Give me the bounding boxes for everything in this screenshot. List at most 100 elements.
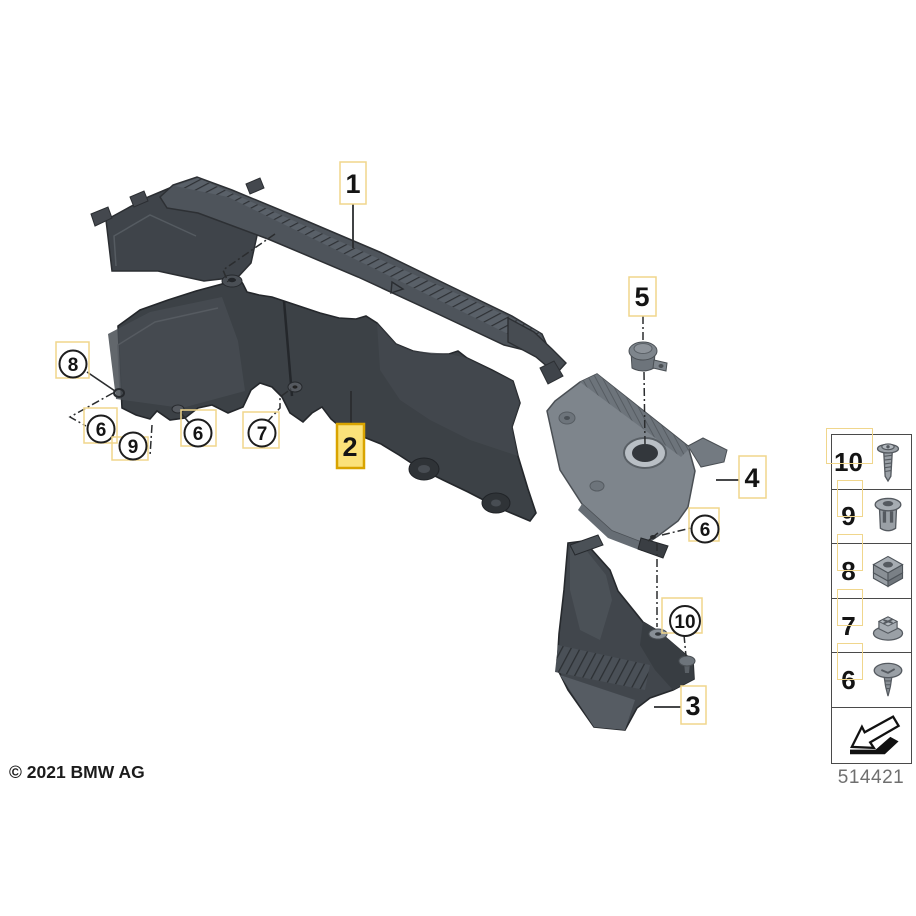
label-3-hotspot[interactable] xyxy=(680,685,707,725)
part-1-end-tab xyxy=(539,360,564,385)
part-5-tab-hole xyxy=(658,364,664,368)
diagram-number: 514421 xyxy=(837,767,905,788)
part-2-left-recess xyxy=(108,297,245,408)
leader-6a xyxy=(68,392,114,427)
part-4-bracket-tab xyxy=(687,437,728,468)
leader-6c-hook xyxy=(647,532,659,542)
leader-6c xyxy=(661,527,692,536)
dash-dot-leaders xyxy=(68,233,692,657)
part-2-center-ridge xyxy=(282,300,294,397)
part-2-recess-bevel xyxy=(117,307,219,391)
fastener-callout-6c[interactable]: 6 xyxy=(688,507,720,544)
callout-7-circle[interactable] xyxy=(247,418,277,448)
label-2-hotspot-highlighted[interactable] xyxy=(335,422,366,470)
legend-row-7[interactable]: 7 xyxy=(832,599,911,654)
legend-number-8[interactable]: 8 xyxy=(841,555,856,586)
label-4-hotspot[interactable] xyxy=(738,455,767,499)
callout-9-circle[interactable] xyxy=(118,431,148,461)
assembly-line-1-2 xyxy=(222,233,276,283)
part-label-1[interactable]: 1 xyxy=(339,161,367,205)
part-3-bottom-face xyxy=(560,675,635,730)
label-3-text[interactable]: 3 xyxy=(685,691,700,721)
fastener-callout-9[interactable]: 9 xyxy=(111,431,149,461)
part-4-dimple xyxy=(589,480,605,492)
legend-number-6[interactable]: 6 xyxy=(841,665,856,696)
callout-10-text[interactable]: 10 xyxy=(674,612,695,633)
part-1-tab xyxy=(129,190,149,208)
part-1-rib-texture xyxy=(175,178,540,345)
part-4-dimple-center xyxy=(564,416,570,420)
legend-row-arrow xyxy=(832,708,911,763)
fastener-callout-6b[interactable]: 6 xyxy=(180,409,217,448)
part-3-upright-face xyxy=(570,545,612,640)
fastener-callout-10[interactable]: 10 xyxy=(661,597,703,637)
callout-7-text[interactable]: 7 xyxy=(257,424,268,445)
label-1-hotspot[interactable] xyxy=(339,161,367,205)
callout-6a-text[interactable]: 6 xyxy=(96,420,107,441)
part-2-top-boss-hole xyxy=(228,277,236,283)
legend-row-9[interactable]: 9 xyxy=(832,490,911,545)
label-1-text[interactable]: 1 xyxy=(345,169,360,199)
leader-9 xyxy=(149,424,153,457)
part-1-panel-bevel xyxy=(113,214,197,267)
part-label-4[interactable]: 4 xyxy=(738,455,767,499)
fastener-legend: 10 9 8 xyxy=(831,434,912,764)
rivet-nut-icon xyxy=(865,493,911,539)
part-1-triangle-emblem xyxy=(390,280,405,295)
cage-nut-icon xyxy=(865,548,911,594)
part-4-side-panel xyxy=(546,373,728,559)
part-2-screw-boss-7-hole xyxy=(292,385,298,389)
label-2-text[interactable]: 2 xyxy=(342,432,357,462)
legend-row-8[interactable]: 8 xyxy=(832,544,911,599)
fastener-callout-6a[interactable]: 6 xyxy=(83,407,118,444)
part-1-main-band xyxy=(159,176,547,353)
part-4-bottom-lip xyxy=(578,504,646,551)
label-4-text[interactable]: 4 xyxy=(744,463,759,493)
callout-9-text[interactable]: 9 xyxy=(128,437,139,458)
part-1-tab xyxy=(90,206,113,227)
callout-6b-text[interactable]: 6 xyxy=(193,424,204,445)
label-5-hotspot[interactable] xyxy=(628,276,657,317)
legend-row-6[interactable]: 6 xyxy=(832,653,911,708)
fastener-callout-8[interactable]: 8 xyxy=(55,341,90,379)
leader-5-lower xyxy=(643,371,646,446)
fastener-callout-7[interactable]: 7 xyxy=(242,411,280,449)
callout-6b-circle[interactable] xyxy=(183,418,213,448)
legend-number-9[interactable]: 9 xyxy=(841,501,856,532)
part-2-dimple-center xyxy=(418,465,430,473)
callout-6c-circle[interactable] xyxy=(690,514,720,544)
part-1-upper-partition-trim xyxy=(90,176,567,385)
label-5-text[interactable]: 5 xyxy=(634,282,649,312)
direction-of-travel-arrow-icon xyxy=(832,712,911,758)
legend-number-10[interactable]: 10 xyxy=(834,446,863,477)
callout-10-circle[interactable] xyxy=(669,605,701,637)
callout-6c-text[interactable]: 6 xyxy=(700,520,711,541)
callout-6a-circle[interactable] xyxy=(86,414,116,444)
part-1-tab xyxy=(245,177,265,195)
part-4-lower-tab xyxy=(637,537,669,559)
part-2-dimple-center xyxy=(491,499,501,507)
copyright-text: © 2021 BMW AG xyxy=(9,762,145,782)
legend-row-10[interactable]: 10 xyxy=(832,435,911,490)
part-1-end-fork xyxy=(507,316,567,375)
part-3-washer-hole xyxy=(655,632,661,636)
part-3-rib-texture xyxy=(555,645,650,690)
part-5-dome-top xyxy=(633,343,653,354)
part-2-partition-panel xyxy=(108,274,537,522)
expanding-rivet-icon xyxy=(865,657,911,703)
part-label-2-highlighted[interactable]: 2 xyxy=(335,422,366,470)
part-4-body xyxy=(546,373,696,545)
callout-8-circle[interactable] xyxy=(58,349,88,379)
part-2-hook-8 xyxy=(113,388,125,398)
part-4-grommet-hole xyxy=(632,444,658,462)
leader-8 xyxy=(86,371,116,392)
part-label-5[interactable]: 5 xyxy=(628,276,657,317)
part-label-3[interactable]: 3 xyxy=(680,685,707,725)
callout-7-hotspot[interactable] xyxy=(242,411,280,449)
callout-8-text[interactable]: 8 xyxy=(68,355,79,376)
part-4-edge-ribs xyxy=(580,374,690,457)
flange-nut-icon xyxy=(865,603,911,649)
legend-number-7[interactable]: 7 xyxy=(841,610,856,641)
